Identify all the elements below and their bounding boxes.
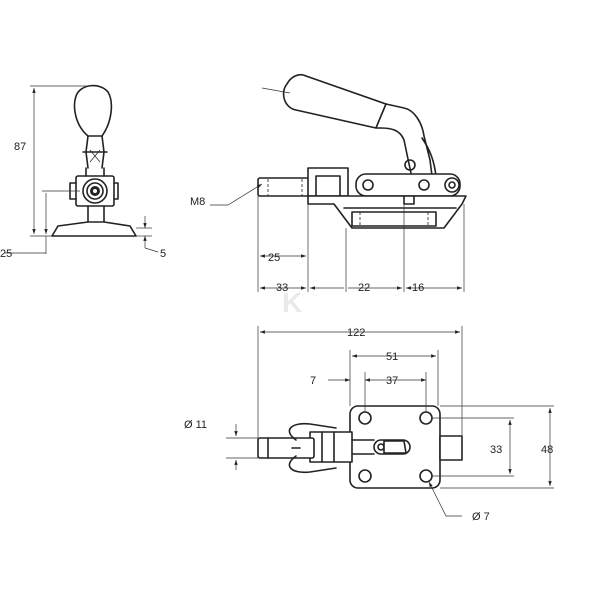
dim-base-width-48: 48 bbox=[541, 444, 553, 456]
side-handle-knob bbox=[73, 84, 113, 137]
dim-overall-122: 122 bbox=[347, 327, 365, 339]
dim-22: 22 bbox=[358, 282, 370, 294]
front-handle-arm bbox=[375, 103, 433, 179]
top-end-tab bbox=[439, 435, 463, 461]
dim-offset-7: 7 bbox=[310, 375, 316, 387]
top-plunger bbox=[257, 437, 315, 459]
side-view: 87 25 5 bbox=[0, 84, 166, 260]
dim-stroke-25: 25 bbox=[268, 252, 280, 264]
dim-hole-spacing-37: 37 bbox=[386, 375, 398, 387]
front-handle-grip bbox=[282, 73, 387, 129]
dim-16: 16 bbox=[412, 282, 424, 294]
dim-33: 33 bbox=[276, 282, 288, 294]
mount-hole-bl bbox=[358, 469, 372, 483]
dim-hole-spacing-v-33: 33 bbox=[490, 444, 502, 456]
top-body bbox=[309, 431, 353, 463]
top-handle-loop bbox=[288, 422, 337, 474]
watermark-text: K bbox=[282, 287, 302, 318]
dim-base-thickness-5: 5 bbox=[160, 248, 166, 260]
side-base-foot bbox=[51, 221, 137, 237]
dim-plunger-dia-11: Ø 11 bbox=[184, 419, 207, 431]
dim-base-offset-25: 25 bbox=[0, 248, 12, 260]
dim-thread-m8: M8 bbox=[190, 196, 205, 208]
dim-height-87: 87 bbox=[14, 141, 26, 153]
dim-hole-dia-7: Ø 7 bbox=[472, 511, 490, 523]
top-view: 122 51 7 37 Ø 11 33 48 Ø 7 bbox=[184, 326, 554, 523]
front-view: M8 25 33 22 16 bbox=[190, 73, 467, 294]
dim-hole-spacing-51: 51 bbox=[386, 351, 398, 363]
